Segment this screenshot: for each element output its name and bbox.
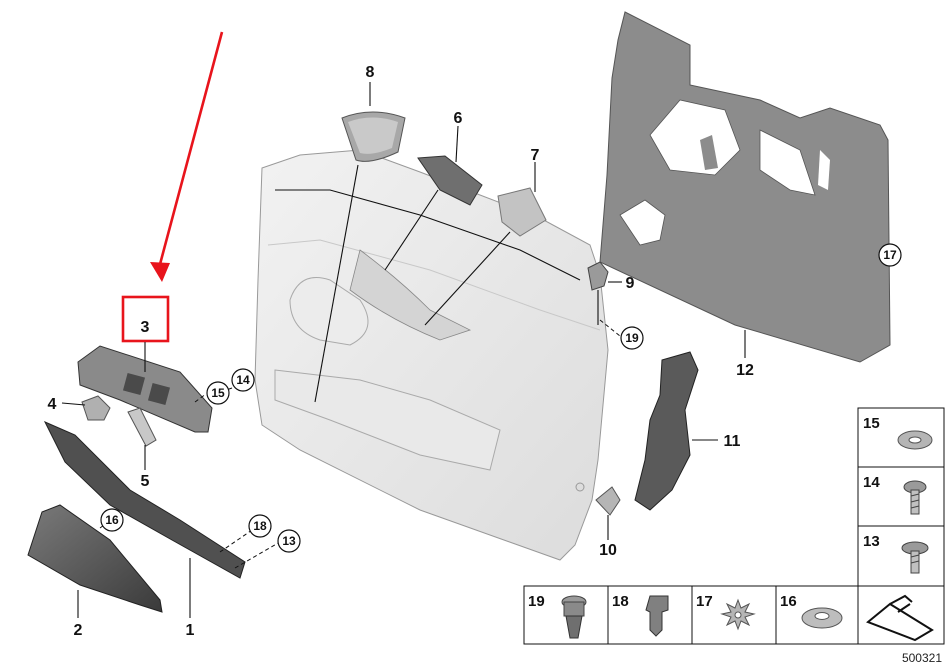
callout-12: 12 — [736, 362, 754, 379]
part-9-clip — [587, 261, 609, 291]
callout-7: 7 — [531, 147, 540, 164]
part-10-cap — [595, 486, 621, 516]
callout-19: 19 — [625, 331, 639, 345]
part-5-bracket — [127, 407, 157, 447]
fastener-table-right: 15 14 13 — [857, 407, 945, 587]
star-washer-icon — [720, 598, 756, 631]
part-2-pocket — [27, 504, 163, 613]
callout-13: 13 — [282, 534, 296, 548]
sound-insulation-part-12 — [599, 11, 891, 363]
table-label-17: 17 — [696, 593, 713, 610]
callout-14-circle: 14 — [231, 368, 255, 392]
table-label-14: 14 — [863, 474, 880, 491]
callout-9: 9 — [626, 275, 635, 292]
screw-icon — [903, 480, 927, 515]
callout-17: 17 — [883, 248, 897, 262]
clip-icon — [645, 595, 669, 637]
part-1-strip — [43, 420, 246, 579]
callout-6: 6 — [454, 110, 463, 127]
callout-14: 14 — [236, 373, 250, 387]
callout-18: 18 — [253, 519, 267, 533]
callout-2: 2 — [74, 622, 83, 639]
callout-1: 1 — [186, 622, 195, 639]
part-6-bracket — [417, 155, 483, 206]
part-3-switch-panel — [77, 345, 213, 433]
callout-5: 5 — [141, 473, 150, 490]
callout-16-circle: 16 — [100, 508, 124, 532]
part-11-bracket — [634, 351, 699, 511]
highlight-arrow — [150, 31, 224, 282]
washer-icon — [897, 430, 933, 450]
flange-screw-icon — [901, 541, 929, 574]
callout-13-circle: 13 — [277, 529, 301, 553]
callout-3: 3 — [141, 319, 150, 336]
part-4-insert — [81, 395, 111, 421]
door-trim-panel — [254, 149, 609, 561]
callout-11: 11 — [724, 433, 741, 450]
table-label-13: 13 — [863, 533, 880, 550]
callout-8: 8 — [366, 64, 375, 81]
table-label-19: 19 — [528, 593, 545, 610]
table-label-16: 16 — [780, 593, 797, 610]
fastener-table-bottom: 19 18 17 16 — [523, 585, 945, 645]
callout-17-circle: 17 — [878, 243, 902, 267]
tool-hint-icon — [866, 594, 934, 642]
part-7-cover — [497, 187, 547, 237]
speed-nut-icon — [801, 607, 843, 629]
part-8-cover — [341, 111, 406, 162]
drawing-number: 500321 — [902, 651, 942, 665]
callout-19-circle: 19 — [620, 326, 644, 350]
callout-16: 16 — [105, 513, 119, 527]
callout-10: 10 — [599, 542, 617, 559]
table-label-18: 18 — [612, 593, 629, 610]
callout-15: 15 — [211, 386, 225, 400]
callout-15-circle: 15 — [206, 381, 230, 405]
table-label-15: 15 — [863, 415, 880, 432]
push-clip-icon — [561, 595, 587, 639]
callout-18-circle: 18 — [248, 514, 272, 538]
highlight-box — [121, 295, 170, 343]
callout-4: 4 — [48, 396, 57, 413]
